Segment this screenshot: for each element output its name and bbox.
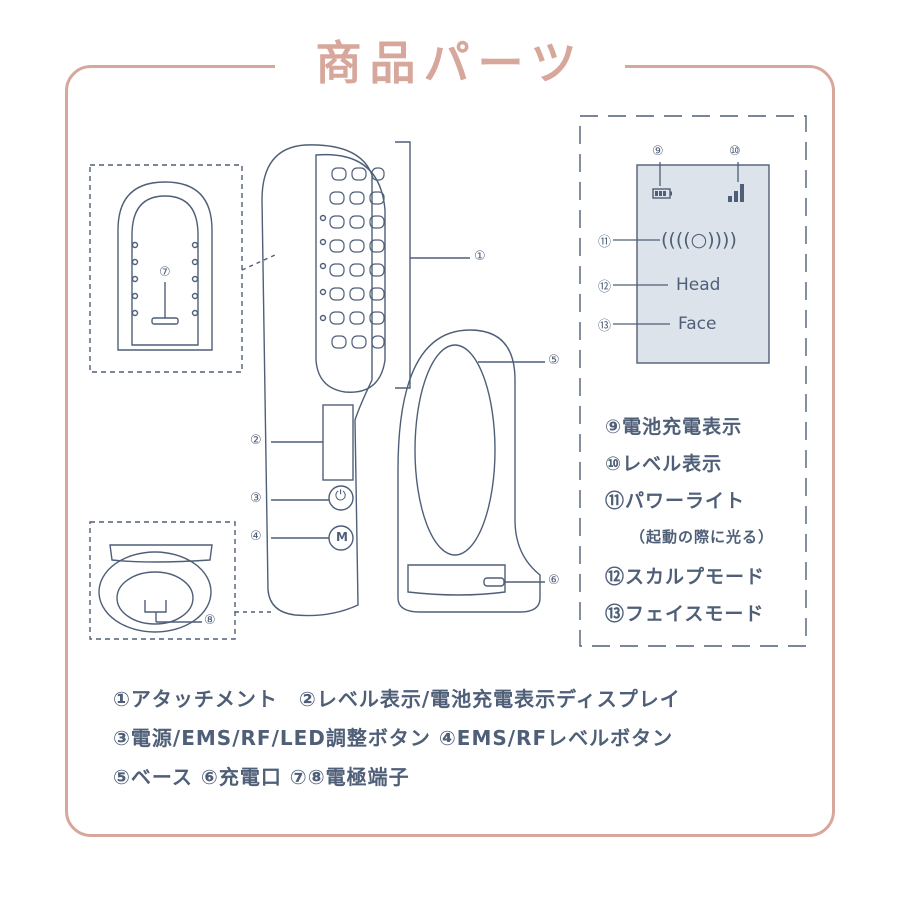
callout-13: ⑬ <box>598 319 612 334</box>
electrode-strip <box>151 317 179 325</box>
power-button <box>328 485 354 511</box>
display-window <box>322 404 354 481</box>
title-container: 商品パーツ <box>275 30 625 90</box>
charging-base <box>397 329 541 613</box>
brush-head <box>315 153 386 393</box>
battery-icon <box>652 188 672 199</box>
callout-9: ⑨ <box>652 144 664 159</box>
description-line-3: ⑤ベース ⑥充電口 ⑦⑧電極端子 <box>113 765 410 789</box>
callout-3: ③ <box>250 491 262 506</box>
base-bottom-outline <box>98 551 212 633</box>
inset-device-base <box>89 521 236 640</box>
callout-4: ④ <box>250 529 262 544</box>
legend-item-13: ⑬フェイスモード <box>605 603 765 625</box>
mode-icon: M <box>336 530 348 544</box>
display-detail-frame <box>579 115 807 647</box>
callout-10: ⑩ <box>729 144 741 159</box>
legend-item-11-note: （起動の際に光る） <box>630 528 775 546</box>
callout-8: ⑧ <box>204 613 216 628</box>
device-body <box>261 144 373 617</box>
callout-2: ② <box>250 433 262 448</box>
attachment-bracket <box>395 141 411 389</box>
callout-7: ⑦ <box>159 265 171 280</box>
power-icon: ⏻ <box>335 488 347 504</box>
signal-bars-icon <box>728 184 744 202</box>
legend-item-12: ⑫スカルプモード <box>605 566 766 588</box>
face-mode-label: Face <box>678 314 717 334</box>
legend-item-10: ⑩レベル表示 <box>605 453 723 475</box>
base-cradle <box>414 344 496 556</box>
legend-item-11: ⑪パワーライト <box>605 490 746 512</box>
callout-11: ⑪ <box>598 235 612 250</box>
description-line-2: ③電源/EMS/RF/LED調整ボタン ④EMS/RFレベルボタン <box>113 726 674 750</box>
description-line-1: ①アタッチメント ②レベル表示/電池充電表示ディスプレイ <box>113 687 681 711</box>
callout-5: ⑤ <box>548 353 560 368</box>
legend-item-9: ⑨電池充電表示 <box>605 416 743 438</box>
callout-12: ⑫ <box>598 280 612 295</box>
attachment-back-outline <box>117 181 213 351</box>
callout-6: ⑥ <box>548 573 560 588</box>
attachment-back-inner <box>131 195 199 346</box>
page-title: 商品パーツ <box>315 36 585 90</box>
head-mode-label: Head <box>676 275 721 295</box>
charging-port <box>483 577 505 587</box>
inset-attachment-back <box>89 164 243 373</box>
power-light-icon: ((((○)))) <box>661 229 737 251</box>
callout-1: ① <box>474 249 486 264</box>
